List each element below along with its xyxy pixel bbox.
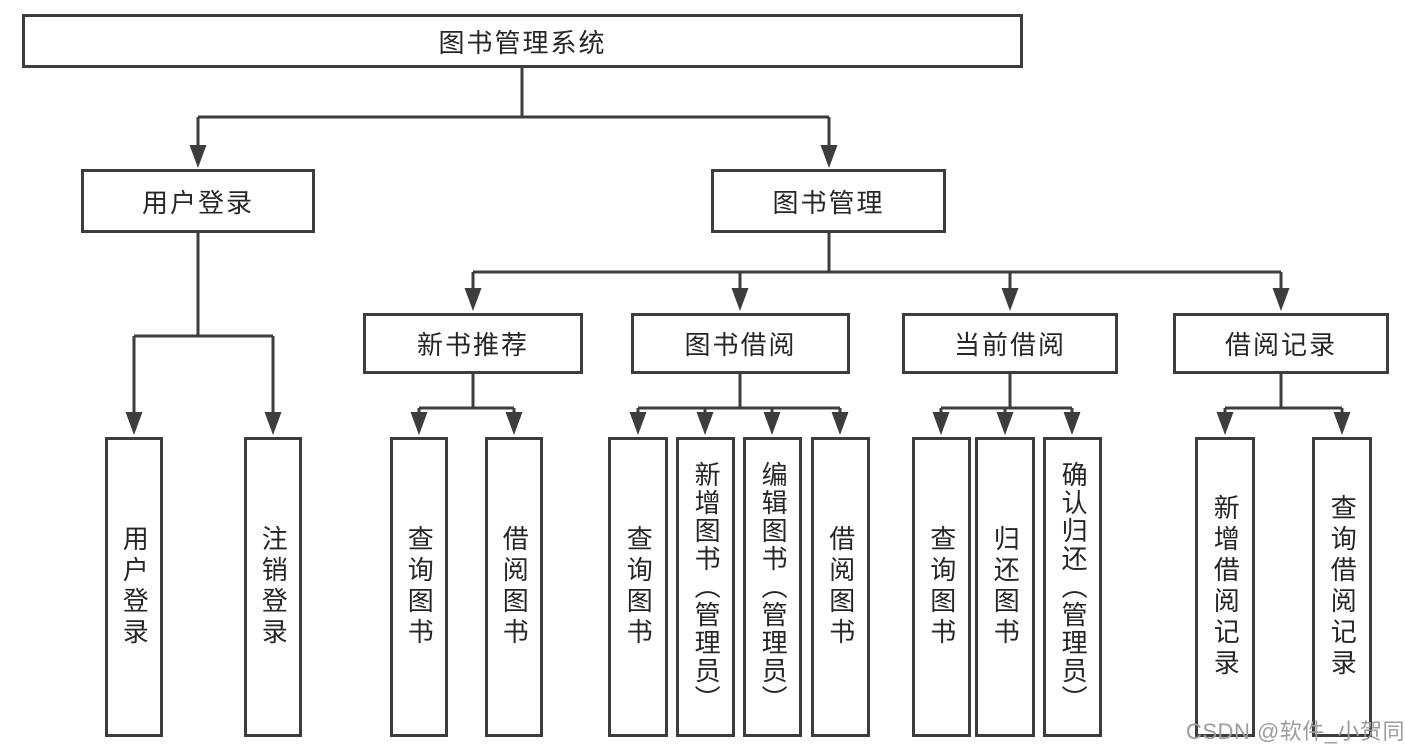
node-user-login: 用户登录	[81, 169, 315, 233]
leaf-confirm-return-admin: 确认归还（管理员）	[1043, 437, 1102, 737]
node-book-borrowing: 图书借阅	[631, 313, 850, 374]
leaf-return-books: 归还图书	[975, 437, 1035, 737]
csdn-watermark: CSDN @软件_小贺同学	[1186, 719, 1405, 744]
leaf-edit-books-admin: 编辑图书（管理员）	[743, 437, 802, 737]
leaf-add-borrow-record: 新增借阅记录	[1195, 437, 1255, 737]
leaf-query-books-1: 查询图书	[390, 437, 448, 737]
node-new-book-recommendation: 新书推荐	[363, 313, 583, 374]
node-borrowing-records: 借阅记录	[1173, 313, 1389, 374]
leaf-borrow-books-1: 借阅图书	[485, 437, 543, 737]
leaf-query-books-2: 查询图书	[608, 437, 668, 737]
leaf-logout: 注销登录	[244, 437, 302, 737]
leaf-add-books-admin: 新增图书（管理员）	[676, 437, 735, 737]
node-book-management: 图书管理	[711, 169, 946, 233]
leaf-borrow-books-2: 借阅图书	[811, 437, 870, 737]
leaf-user-login: 用户登录	[105, 437, 163, 737]
node-library-management-system: 图书管理系统	[22, 14, 1023, 68]
leaf-query-books-3: 查询图书	[912, 437, 971, 737]
leaf-query-borrow-record: 查询借阅记录	[1312, 437, 1372, 737]
node-current-borrowing: 当前借阅	[902, 313, 1118, 374]
